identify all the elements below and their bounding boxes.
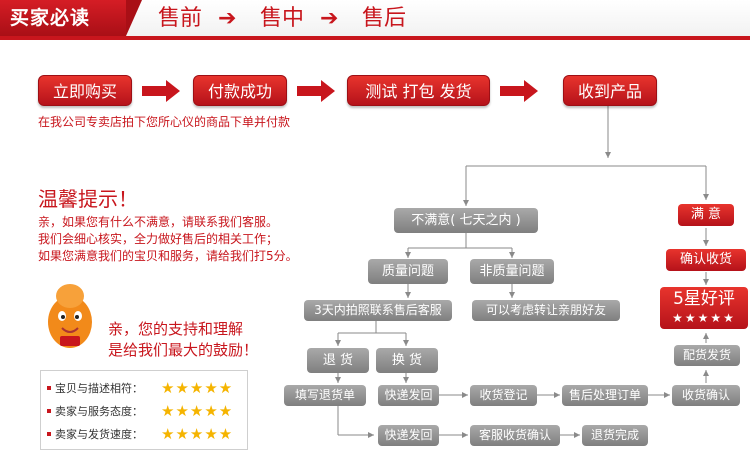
node-express-back: 快递发回 [378,425,439,446]
node-receive-register: 收货登记 [470,385,537,406]
rating-box: 宝贝与描述相符：★★★★★ 卖家与服务态度：★★★★★ 卖家与发货速度：★★★★… [40,370,248,450]
five-star-icon: ★★★★★ [660,311,748,325]
rating-label: 卖家与服务态度： [55,403,161,419]
node-transfer-friends: 可以考虑转让亲朋好友 [472,300,620,321]
rating-row: 宝贝与描述相符：★★★★★ [47,379,233,399]
step-test-pack-ship: 测试 打包 发货 [347,75,490,106]
node-return: 退 货 [307,348,369,373]
star-rating-icon: ★★★★★ [161,379,233,397]
rating-row: 卖家与服务态度：★★★★★ [47,402,233,422]
rating-label: 宝贝与描述相符： [55,380,161,396]
mascot-icon [40,282,100,352]
node-reship: 配货发货 [674,345,740,366]
node-contact-aftersale: 3天内拍照联系售后客服 [304,300,452,321]
node-fill-return-form: 填写退货单 [284,385,366,406]
bullet-icon [47,409,51,413]
step-received: 收到产品 [563,75,657,106]
node-aftersale-order: 售后处理订单 [562,385,648,406]
tips-line: 亲，如果您有什么不满意，请联系我们客服。 [38,213,278,230]
node-satisfied: 满 意 [678,204,734,226]
step-buy-now: 立即购买 [38,75,132,106]
tips-title: 温馨提示！ [38,183,138,212]
five-star-review: 5星好评 ★★★★★ [660,287,748,329]
node-confirm-receipt: 确认收货 [666,249,746,271]
star-rating-icon: ★★★★★ [161,425,233,443]
node-express-back: 快递发回 [378,385,439,406]
rating-label: 卖家与发货速度： [55,426,161,442]
tips-line: 我们会细心核实，全力做好售后的相关工作； [38,230,278,247]
support-line: 亲，您的支持和理解 [108,318,243,339]
step-payment-success: 付款成功 [193,75,287,106]
node-receive-confirm: 收货确认 [672,385,740,406]
tips-line: 如果您满意我们的宝贝和服务，请给我们打5分。 [38,247,298,264]
rating-row: 卖家与发货速度：★★★★★ [47,425,233,445]
node-cs-receive-confirm: 客服收货确认 [470,425,560,446]
node-quality-issue: 质量问题 [368,259,448,284]
five-star-label: 5星好评 [660,287,748,311]
node-return-complete: 退货完成 [582,425,648,446]
node-exchange: 换 货 [376,348,438,373]
star-rating-icon: ★★★★★ [161,402,233,420]
order-note: 在我公司专卖店拍下您所心仪的商品下单并付款 [38,113,290,130]
node-unsatisfied: 不满意( 七天之内 ) [394,208,538,233]
support-line: 是给我们最大的鼓励！ [108,339,258,360]
bullet-icon [47,432,51,436]
node-non-quality-issue: 非质量问题 [470,259,554,284]
bullet-icon [47,386,51,390]
